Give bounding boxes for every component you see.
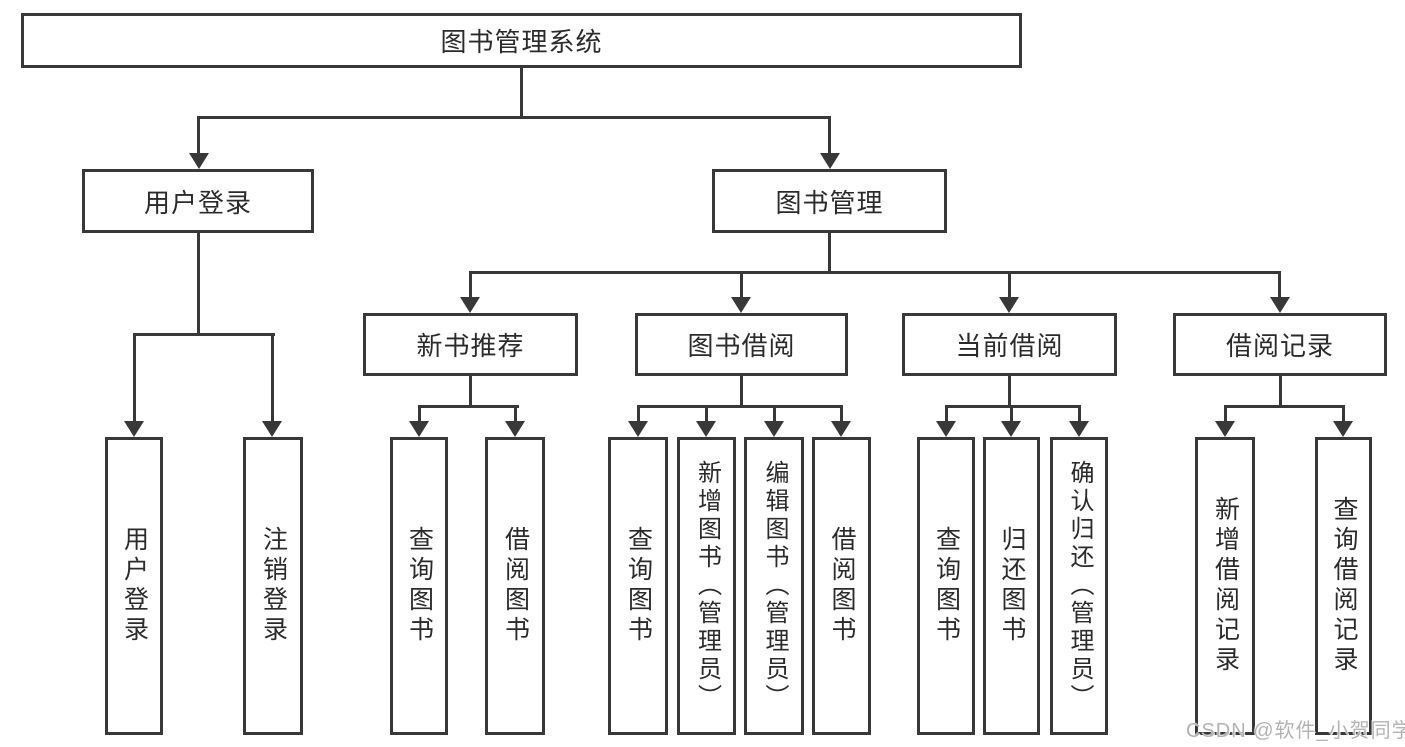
- connector-borrow-records-trunk: [1279, 374, 1282, 408]
- connector-stem-cb2: [1010, 405, 1013, 423]
- arrowhead-bb4: [831, 421, 851, 437]
- leaf-logout: 注销登录: [243, 437, 303, 735]
- arrowhead-cb1: [936, 421, 956, 437]
- connector-root-trunk: [520, 66, 523, 119]
- connector-level3-rail: [469, 271, 1281, 274]
- connector-stem-new-book: [469, 271, 472, 299]
- connector-stem-nb2: [514, 405, 517, 423]
- arrowhead-nb2: [505, 421, 525, 437]
- leaf-return-books: 归还图书: [983, 437, 1040, 735]
- connector-stem-bb1: [637, 405, 640, 423]
- arrowhead-borrow-records: [1270, 297, 1290, 313]
- connector-stem-user-login: [197, 116, 200, 155]
- connector-level2-rail: [197, 116, 831, 119]
- arrowhead-cb3: [1069, 421, 1089, 437]
- connector-current-borrow-trunk: [1008, 374, 1011, 408]
- connector-stem-bb3: [773, 405, 776, 423]
- arrowhead-br2: [1333, 421, 1353, 437]
- connector-stem-leaf-user-login: [133, 333, 136, 423]
- connector-stem-book-borrow: [740, 271, 743, 299]
- leaf-query-books-borrow: 查询图书: [608, 437, 668, 735]
- connector-stem-cb1: [945, 405, 948, 423]
- node-user-login: 用户登录: [82, 169, 314, 233]
- connector-book-borrow-rail: [637, 405, 843, 408]
- node-borrowing-records: 借阅记录: [1173, 313, 1387, 376]
- leaf-user-login: 用户登录: [105, 437, 163, 735]
- leaf-query-books-recommend: 查询图书: [390, 437, 448, 735]
- connector-user-login-trunk: [197, 230, 200, 336]
- connector-book-borrow-trunk: [740, 374, 743, 408]
- arrowhead-bb3: [764, 421, 784, 437]
- leaf-edit-books-admin: 编辑图书（管理员）: [744, 437, 804, 735]
- node-new-book-recommendation: 新书推荐: [363, 313, 578, 376]
- arrowhead-leaf-user-login: [124, 421, 144, 437]
- arrowhead-book-management: [820, 153, 840, 169]
- leaf-add-books-admin: 新增图书（管理员）: [677, 437, 736, 735]
- arrowhead-nb1: [409, 421, 429, 437]
- arrowhead-leaf-logout: [262, 421, 282, 437]
- arrowhead-br1: [1215, 421, 1235, 437]
- arrowhead-book-borrow: [731, 297, 751, 313]
- node-book-borrowing: 图书借阅: [635, 313, 848, 376]
- connector-stem-book-management: [828, 116, 831, 155]
- connector-stem-nb1: [418, 405, 421, 423]
- arrowhead-new-book: [460, 297, 480, 313]
- arrowhead-bb2: [696, 421, 716, 437]
- leaf-confirm-return-admin: 确认归还（管理员）: [1050, 437, 1108, 735]
- connector-new-book-rail: [418, 405, 519, 408]
- leaf-borrow-books: 借阅图书: [812, 437, 871, 735]
- leaf-borrow-books-recommend: 借阅图书: [485, 437, 545, 735]
- connector-stem-br1: [1224, 405, 1227, 423]
- leaf-query-borrow-record: 查询借阅记录: [1315, 437, 1372, 735]
- watermark: CSDN @软件_小贺同学: [1186, 720, 1405, 742]
- arrowhead-user-login: [189, 153, 209, 169]
- node-book-management: 图书管理: [712, 169, 947, 233]
- leaf-add-borrow-record: 新增借阅记录: [1195, 437, 1255, 735]
- leaf-query-books-current: 查询图书: [917, 437, 975, 735]
- node-root: 图书管理系统: [21, 13, 1022, 68]
- connector-stem-bb4: [840, 405, 843, 423]
- connector-stem-br2: [1342, 405, 1345, 423]
- connector-user-login-rail: [133, 333, 275, 336]
- arrowhead-cb2: [1001, 421, 1021, 437]
- connector-stem-borrow-records: [1278, 271, 1281, 299]
- connector-stem-leaf-logout: [271, 333, 274, 423]
- connector-stem-cb3: [1078, 405, 1081, 423]
- connector-stem-bb2: [705, 405, 708, 423]
- arrowhead-current-borrow: [999, 297, 1019, 313]
- arrowhead-bb1: [628, 421, 648, 437]
- connector-borrow-records-rail: [1224, 405, 1345, 408]
- node-current-borrowing: 当前借阅: [902, 313, 1117, 376]
- connector-book-management-trunk: [828, 230, 831, 273]
- connector-new-book-trunk: [469, 374, 472, 408]
- connector-stem-current-borrow: [1008, 271, 1011, 299]
